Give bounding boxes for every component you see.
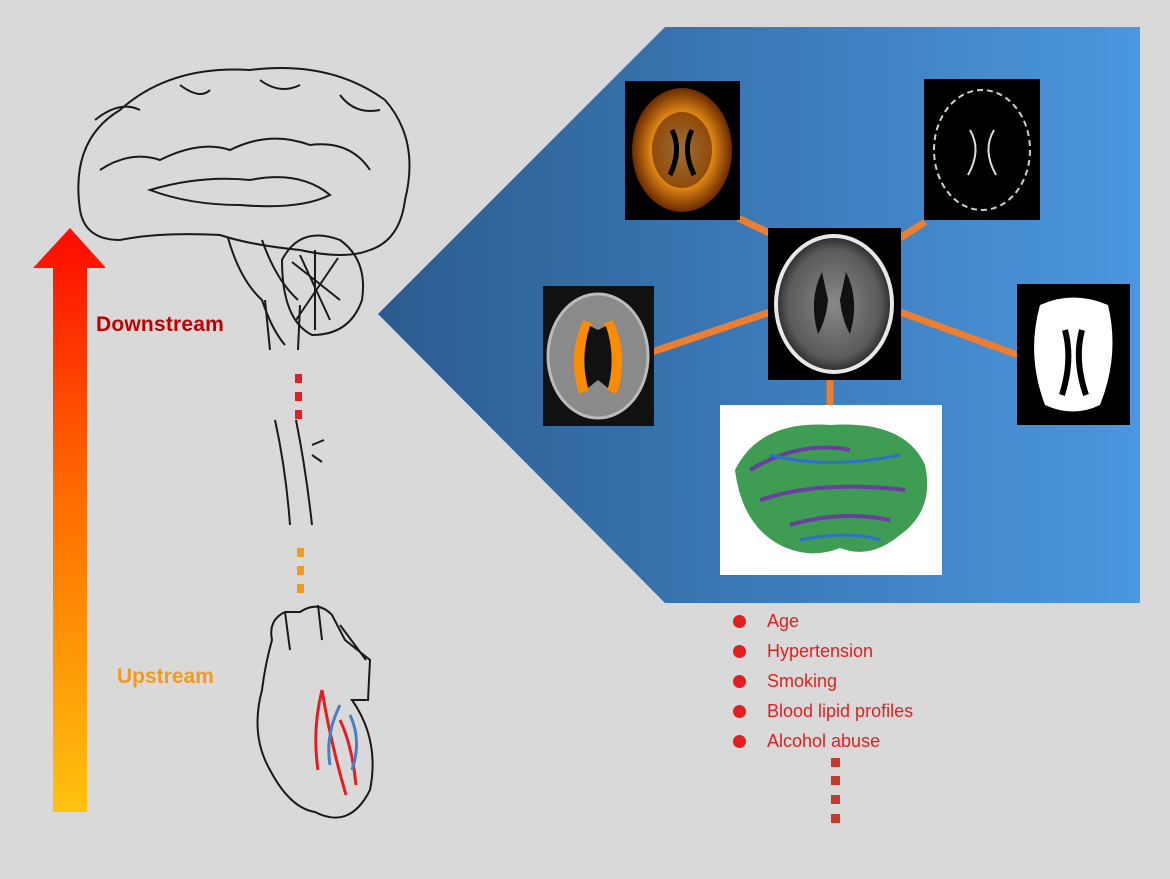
bullet-icon [733, 615, 746, 628]
white-matter-mask-image [1017, 284, 1130, 425]
risk-factor-label: Hypertension [767, 641, 874, 661]
lesion-overlay-mri-image [543, 286, 654, 426]
heart-outline-icon [256, 604, 374, 819]
list-item: Blood lipid profiles [733, 699, 913, 729]
risk-factor-label: Alcohol abuse [767, 731, 881, 751]
risk-factor-list: Age Hypertension Smoking Blood lipid pro… [733, 609, 913, 759]
list-item: Smoking [733, 669, 913, 699]
bullet-icon [733, 735, 746, 748]
coronary-vessels-icon [314, 689, 358, 796]
bullet-icon [733, 705, 746, 718]
downstream-label: Downstream [96, 313, 225, 336]
upstream-label: Upstream [117, 665, 214, 688]
dashed-link-brain [295, 374, 302, 419]
bullet-icon [733, 645, 746, 658]
brain-outline-icon [77, 67, 411, 526]
dashed-link-heart [297, 548, 304, 593]
list-item: Hypertension [733, 639, 913, 669]
connector-lines [650, 214, 1020, 406]
bullet-icon [733, 675, 746, 688]
gradient-arrow-icon [33, 228, 106, 812]
cortical-segmentation-image [924, 79, 1040, 220]
list-item: Alcohol abuse [733, 729, 913, 759]
list-item: Age [733, 609, 913, 639]
dashed-link-risk [831, 758, 840, 823]
risk-factor-label: Age [767, 611, 800, 631]
tractography-image [720, 405, 942, 575]
flair-mri-image [768, 228, 901, 380]
risk-factor-label: Smoking [767, 671, 838, 691]
risk-factor-label: Blood lipid profiles [767, 701, 914, 721]
perfusion-map-image [625, 81, 740, 220]
